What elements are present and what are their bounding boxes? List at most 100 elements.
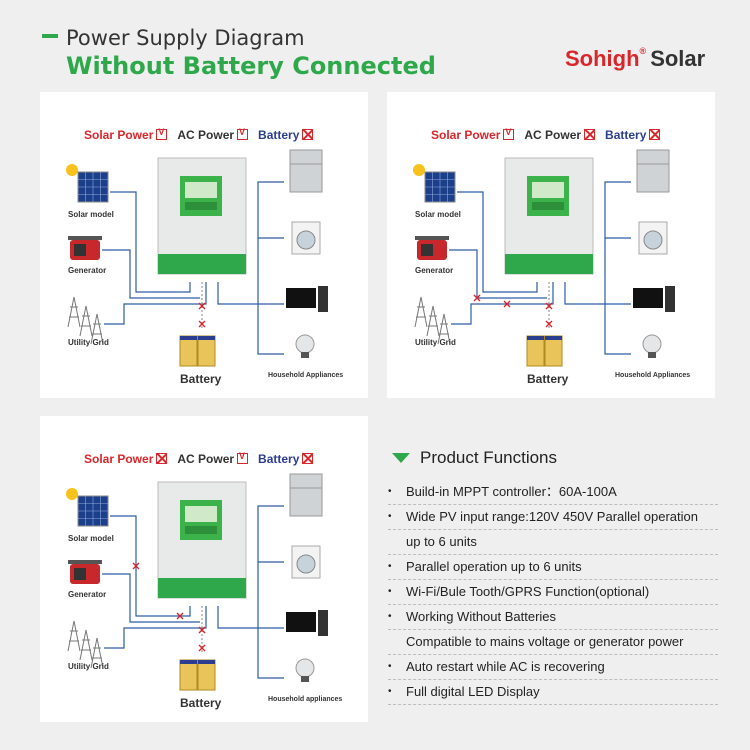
legend-battery: Battery xyxy=(605,128,647,142)
grid-label: Utility Grid xyxy=(415,338,456,347)
header-accent-bar xyxy=(42,34,58,38)
cross-icon xyxy=(545,302,553,310)
generator-label: Generator xyxy=(68,266,107,275)
diagram-legend: Solar Power AC Power Battery xyxy=(84,451,314,466)
generator-icon xyxy=(68,560,102,584)
logo-brand: Sohigh xyxy=(565,46,640,71)
washing-machine-icon xyxy=(291,545,321,579)
connection-lines xyxy=(102,505,284,679)
function-item: Wide PV input range:120V 450V Parallel o… xyxy=(388,505,718,530)
solar-panel-icon xyxy=(77,495,109,527)
cross-icon xyxy=(503,300,511,308)
cross-icon xyxy=(132,562,140,570)
diagram-canvas xyxy=(66,149,328,367)
generator-icon xyxy=(68,236,102,260)
lightbulb-icon xyxy=(295,334,315,358)
cross-icon xyxy=(545,320,553,328)
page-title: Power Supply Diagram xyxy=(66,26,305,50)
utility-grid-icon xyxy=(67,296,104,345)
function-item: Wi-Fi/Bule Tooth/GPRS Function(optional) xyxy=(388,580,718,605)
sun-icon xyxy=(413,164,425,176)
check-box-icon xyxy=(503,127,515,140)
function-item: up to 6 units xyxy=(388,530,718,555)
cross-icon xyxy=(176,612,184,620)
sun-icon xyxy=(66,164,78,176)
washing-machine-icon xyxy=(291,221,321,255)
page-subtitle: Without Battery Connected xyxy=(66,52,436,80)
cross-icon xyxy=(198,302,206,310)
generator-icon xyxy=(415,236,449,260)
function-item: Auto restart while AC is recovering xyxy=(388,655,718,680)
legend-ac: AC Power xyxy=(177,452,235,466)
battery-icon xyxy=(179,335,216,367)
generator-label: Generator xyxy=(68,590,107,599)
product-functions-title: Product Functions xyxy=(420,448,558,467)
refrigerator-icon xyxy=(289,149,323,193)
cross-icon xyxy=(198,626,206,634)
cross-icon xyxy=(473,294,481,302)
solar-panel-icon xyxy=(424,171,456,203)
cross-box-icon xyxy=(649,129,661,140)
legend-ac: AC Power xyxy=(524,128,582,142)
refrigerator-icon xyxy=(636,149,670,193)
product-functions: Product Functions Build-in MPPT controll… xyxy=(388,448,718,705)
solar-label: Solar model xyxy=(68,210,114,219)
function-item: Compatible to mains voltage or generator… xyxy=(388,630,718,655)
function-item: Full digital LED Display xyxy=(388,680,718,705)
cross-box-icon xyxy=(156,453,168,464)
connection-lines xyxy=(449,181,631,355)
cross-icon xyxy=(198,320,206,328)
cross-icon xyxy=(198,644,206,652)
washing-machine-icon xyxy=(638,221,668,255)
legend-solar: Solar Power xyxy=(84,128,154,142)
grid-label: Utility Grid xyxy=(68,662,109,671)
tv-icon xyxy=(286,286,328,312)
battery-label: Battery xyxy=(180,372,222,386)
solar-label: Solar model xyxy=(68,534,114,543)
diagram-canvas xyxy=(66,473,328,691)
inverter-icon xyxy=(157,157,247,275)
solar-label: Solar model xyxy=(415,210,461,219)
check-box-icon xyxy=(237,127,249,140)
logo-reg-mark: ® xyxy=(639,46,647,56)
appliances-label: Household Appliances xyxy=(268,372,344,379)
battery-icon xyxy=(526,335,563,367)
appliances-label: Household Appliances xyxy=(615,372,691,379)
logo-suffix: Solar xyxy=(650,46,706,71)
brand-logo: Sohigh®Solar xyxy=(565,46,705,72)
lightbulb-icon xyxy=(295,658,315,682)
generator-label: Generator xyxy=(415,266,454,275)
cross-box-icon xyxy=(302,129,314,140)
grid-label: Utility Grid xyxy=(68,338,109,347)
tv-icon xyxy=(286,610,328,636)
function-item: Parallel operation up to 6 units xyxy=(388,555,718,580)
tv-icon xyxy=(633,286,675,312)
product-functions-header: Product Functions xyxy=(388,448,718,468)
battery-label: Battery xyxy=(180,696,222,710)
product-functions-list: Build-in MPPT controller：60A-100AWide PV… xyxy=(388,480,718,705)
check-box-icon xyxy=(237,451,249,464)
sun-icon xyxy=(66,488,78,500)
legend-battery: Battery xyxy=(258,452,300,466)
cross-box-icon xyxy=(302,453,314,464)
legend-solar: Solar Power xyxy=(431,128,501,142)
inverter-icon xyxy=(157,481,247,599)
lightbulb-icon xyxy=(642,334,662,358)
refrigerator-icon xyxy=(289,473,323,517)
legend-solar: Solar Power xyxy=(84,452,154,466)
triangle-down-icon xyxy=(392,453,410,463)
solar-panel-icon xyxy=(77,171,109,203)
connection-lines xyxy=(102,181,284,355)
legend-ac: AC Power xyxy=(177,128,235,142)
function-item: Working Without Batteries xyxy=(388,605,718,630)
diagram-canvas xyxy=(413,149,675,367)
utility-grid-icon xyxy=(67,620,104,669)
appliances-label: Household appliances xyxy=(268,696,343,703)
cross-box-icon xyxy=(584,129,596,140)
utility-grid-icon xyxy=(414,296,451,345)
battery-label: Battery xyxy=(527,372,569,386)
